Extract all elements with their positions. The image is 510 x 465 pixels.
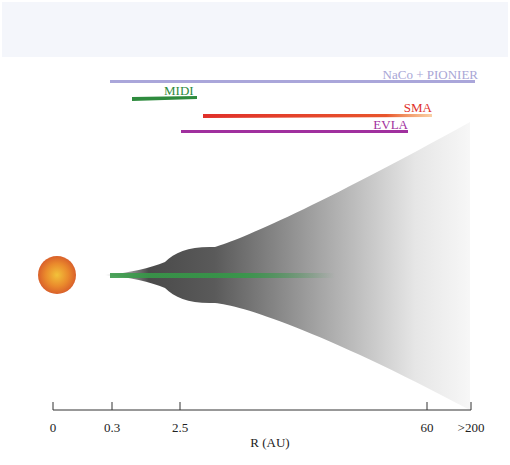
axis-tick-label: >200 [458, 421, 485, 434]
instrument-label: EVLA [373, 118, 408, 131]
axis-tick-label: 0 [50, 421, 57, 434]
axis-title: R (AU) [250, 436, 289, 449]
instrument-label: NaCo + PIONIER [383, 68, 478, 81]
axis-tick-label: 0.3 [104, 421, 120, 434]
axis-tick-label: 60 [421, 421, 434, 434]
instrument-label: SMA [404, 101, 432, 114]
instrument-label: MIDI [164, 84, 194, 97]
axis-tick-label: 2.5 [172, 421, 188, 434]
